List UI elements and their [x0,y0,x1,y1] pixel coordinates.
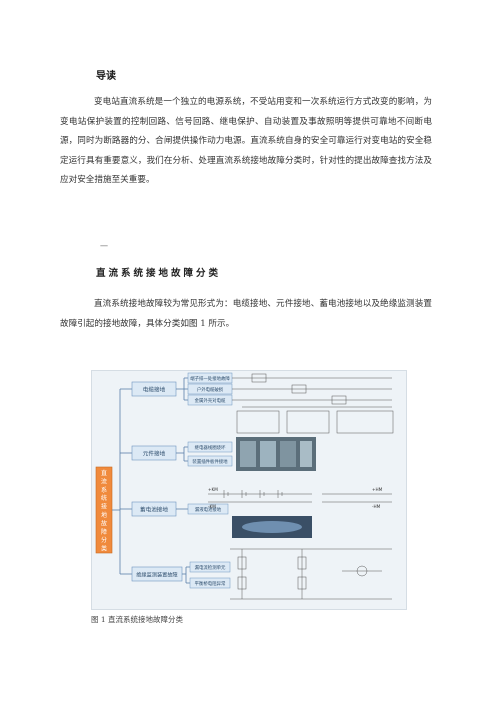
branch-label-cable: 电缆接地 [143,386,166,394]
intro-paragraph: 变电站直流系统是一个独立的电源系统，不受站用变和一次系统运行方式改变的影响，为变… [60,97,432,186]
label-plus-km: +KM [208,487,218,492]
section-title: 直流系统接地故障分类 [96,268,222,279]
figure-caption: 图 1 直流系统接地故障分类 [91,615,184,624]
label-minus-hm: -HM [372,504,381,509]
leaf-cable-2: 户外电缆破损 [197,386,224,393]
branch-label-insulation: 绝缘监测装置故障 [136,571,178,579]
section-paragraph: 直流系统接地故障较为常见形式为：电缆接地、元件接地、蓄电池接地以及绝缘监测装置故… [60,299,432,329]
branch-label-battery: 蓄电池接地 [140,506,168,514]
insulation-circuit-sketch [230,548,392,600]
section-number: 一 [100,242,108,251]
leaf-insulation-2: 平衡桥电阻异常 [195,580,226,587]
battery-circuit-sketch [208,490,392,503]
root-label: 直流系统接地故障分类 [101,469,107,553]
cable-circuit-sketch [232,373,394,434]
label-plus-hm: +HM [372,487,383,492]
heading-daodu: 导读 [96,71,116,82]
label-minus-km: -KM [208,504,216,509]
leaf-component-2: 装置插件板件接地 [192,458,228,465]
leaf-insulation-1: 漏电流检测单元 [195,564,226,571]
leaf-cable-3: 金属外壳对电缆 [195,397,226,404]
branch-label-component: 元件接地 [143,450,166,458]
classification-diagram: 直流系统接地故障分类 电缆接地 端子排一处接地故障 户外电缆破损 金属外壳对电缆 [95,372,394,600]
leaf-component-1: 继电器线圈烧坏 [195,444,226,451]
classification-figure: 直流系统接地故障分类 电缆接地 端子排一处接地故障 户外电缆破损 金属外壳对电缆 [91,370,407,610]
leaf-cable-1: 端子排一处接地故障 [190,375,230,382]
leaf-battery-1: 漏液电池接地 [195,506,222,513]
